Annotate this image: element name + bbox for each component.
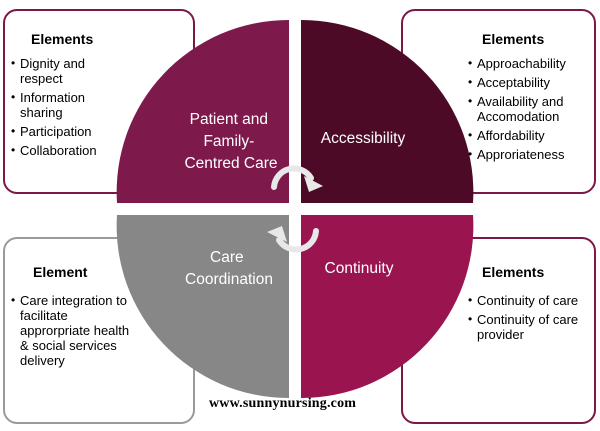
segment-label-patient-family-centred-care: Patient and Family- Centred Care <box>184 111 277 172</box>
list-item: Continuity of care <box>468 293 594 308</box>
segment-patient-family-centred-care <box>116 19 289 204</box>
list-item: Information sharing <box>11 90 121 120</box>
segment-label-continuity: Continuity <box>325 260 394 277</box>
box-title-top-right: Elements <box>482 31 545 47</box>
list-item: Continuity of care provider <box>468 312 594 342</box>
list-item: Affordability <box>468 128 594 143</box>
list-item: Approriateness <box>468 147 594 162</box>
list-item: Collaboration <box>11 143 121 158</box>
list-item: Care integration to facilitate approrpri… <box>11 293 141 368</box>
element-list-top-left: Dignity and respect Information sharing … <box>11 56 121 162</box>
element-list-bottom-right: Continuity of care Continuity of care pr… <box>468 293 594 346</box>
box-title-top-left: Elements <box>31 31 94 47</box>
segment-label-care-coordination: Care Coordination <box>185 249 273 288</box>
list-item: Acceptability <box>468 75 594 90</box>
segment-continuity <box>301 215 474 399</box>
element-list-top-right: Approachability Acceptability Availabili… <box>468 56 594 166</box>
segment-accessibility <box>301 19 474 204</box>
segment-label-accessibility: Accessibility <box>321 130 406 147</box>
website-url: www.sunnynursing.com <box>209 396 357 411</box>
element-list-bottom-left: Care integration to facilitate approrpri… <box>11 293 141 372</box>
list-item: Participation <box>11 124 121 139</box>
refresh-cycle-arrows-icon <box>267 165 323 253</box>
list-item: Approachability <box>468 56 594 71</box>
box-title-bottom-right: Elements <box>482 264 545 280</box>
list-item: Availability and Accomodation <box>468 94 594 124</box>
list-item: Dignity and respect <box>11 56 121 86</box>
segment-care-coordination <box>116 215 289 399</box>
box-title-bottom-left: Element <box>33 264 88 280</box>
